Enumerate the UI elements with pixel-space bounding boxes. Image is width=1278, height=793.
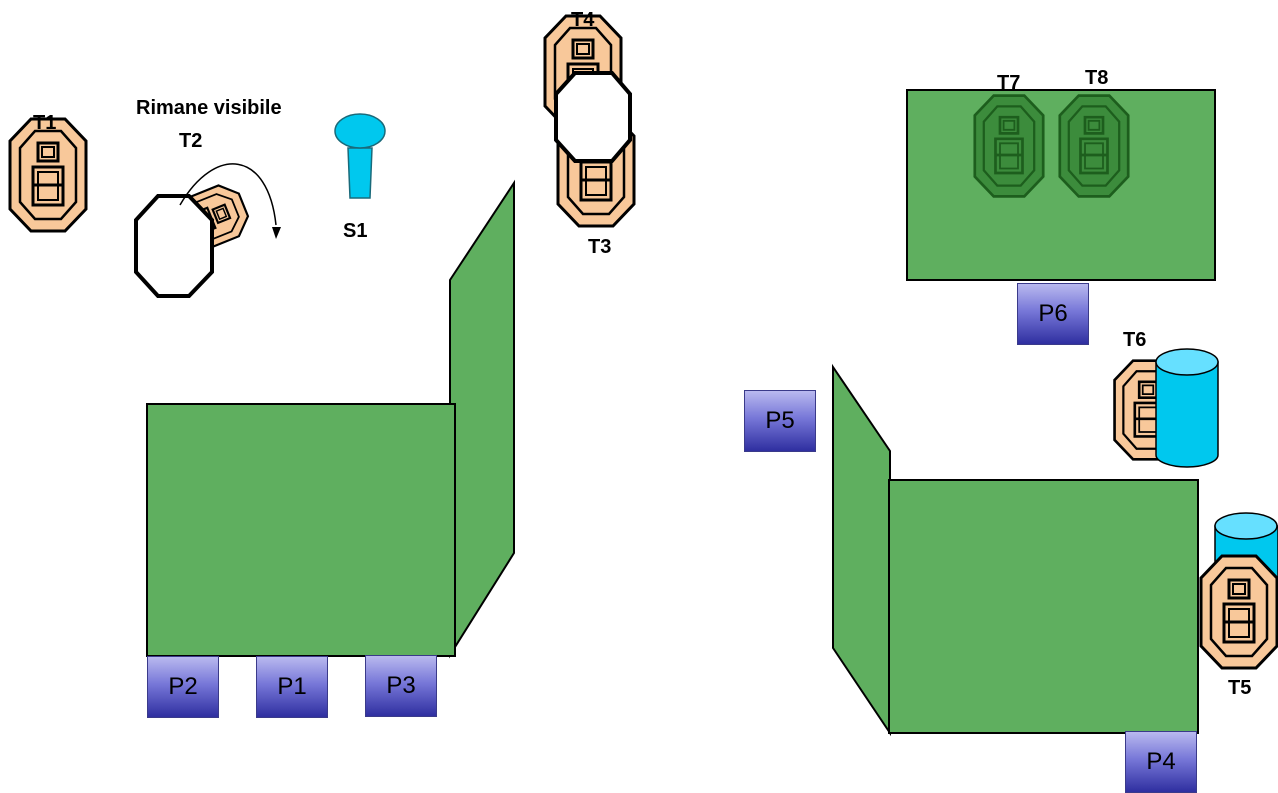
position-box-p6: P6 [1017, 283, 1089, 345]
target-label-t7: T7 [997, 72, 1021, 94]
shooter-label-s1: S1 [343, 220, 368, 242]
steel-target-icon [8, 117, 88, 233]
target-label-t1: T1 [33, 112, 57, 134]
right-wall-side [832, 363, 891, 737]
position-box-p2: P2 [147, 656, 219, 718]
position-box-p3: P3 [365, 655, 437, 717]
shooter-marker-icon [334, 113, 386, 199]
steel-target-icon [1199, 554, 1278, 670]
target-label-t3: T3 [588, 236, 612, 258]
no-shoot-white-octagon [554, 71, 632, 163]
target-label-t5: T5 [1228, 677, 1252, 699]
target-label-t8: T8 [1085, 67, 1109, 89]
note-remains-visible: Rimane visibile [136, 97, 282, 119]
position-box-p5: P5 [744, 390, 816, 452]
position-box-p4: P4 [1125, 731, 1197, 793]
target-label-t6: T6 [1123, 329, 1147, 351]
target-label-t4: T4 [571, 9, 595, 31]
hidden-target-icon [1058, 94, 1130, 198]
rotating-target-icon [134, 178, 255, 298]
right-wall-front [888, 479, 1199, 734]
left-wall-front [146, 403, 456, 657]
arrow-head [272, 227, 281, 239]
position-box-p1: P1 [256, 656, 328, 718]
target-label-t2: T2 [179, 130, 203, 152]
hidden-target-icon [973, 94, 1045, 198]
curved-arrow-icon [179, 163, 277, 226]
left-wall-side [449, 179, 515, 659]
barrel-icon [1155, 348, 1219, 468]
